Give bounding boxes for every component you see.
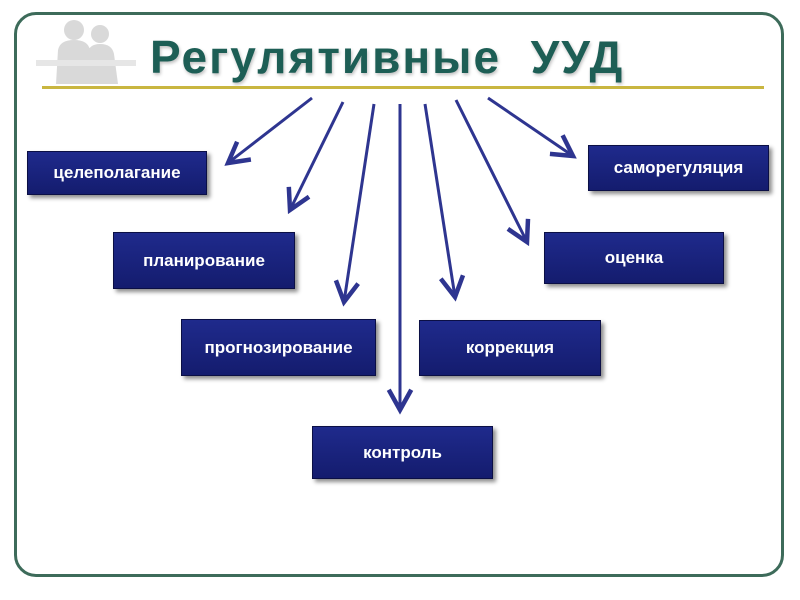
arrow-to-ocenka: [454, 99, 527, 242]
slide-title: Регулятивные УУД: [150, 31, 625, 83]
box-prognozirovanie: прогнозирование: [181, 319, 376, 376]
box-ocenka: оценка: [544, 232, 724, 284]
title-underline: [42, 86, 764, 89]
box-planirovanie: планирование: [113, 232, 295, 289]
people-silhouette-logo: [36, 20, 136, 84]
arrow-to-planirovanie: [290, 101, 345, 210]
arrow-to-samoregulyaciya: [487, 96, 573, 156]
box-kontrol: контроль: [312, 426, 493, 479]
arrow-to-prognozirovanie: [344, 103, 376, 302]
box-celepolaganie: целеполагание: [27, 151, 207, 195]
arrow-to-celepolaganie: [228, 96, 313, 163]
box-korrekciya: коррекция: [419, 320, 601, 376]
arrow-to-korrekciya: [423, 103, 455, 297]
box-samoregulyaciya: саморегуляция: [588, 145, 769, 191]
